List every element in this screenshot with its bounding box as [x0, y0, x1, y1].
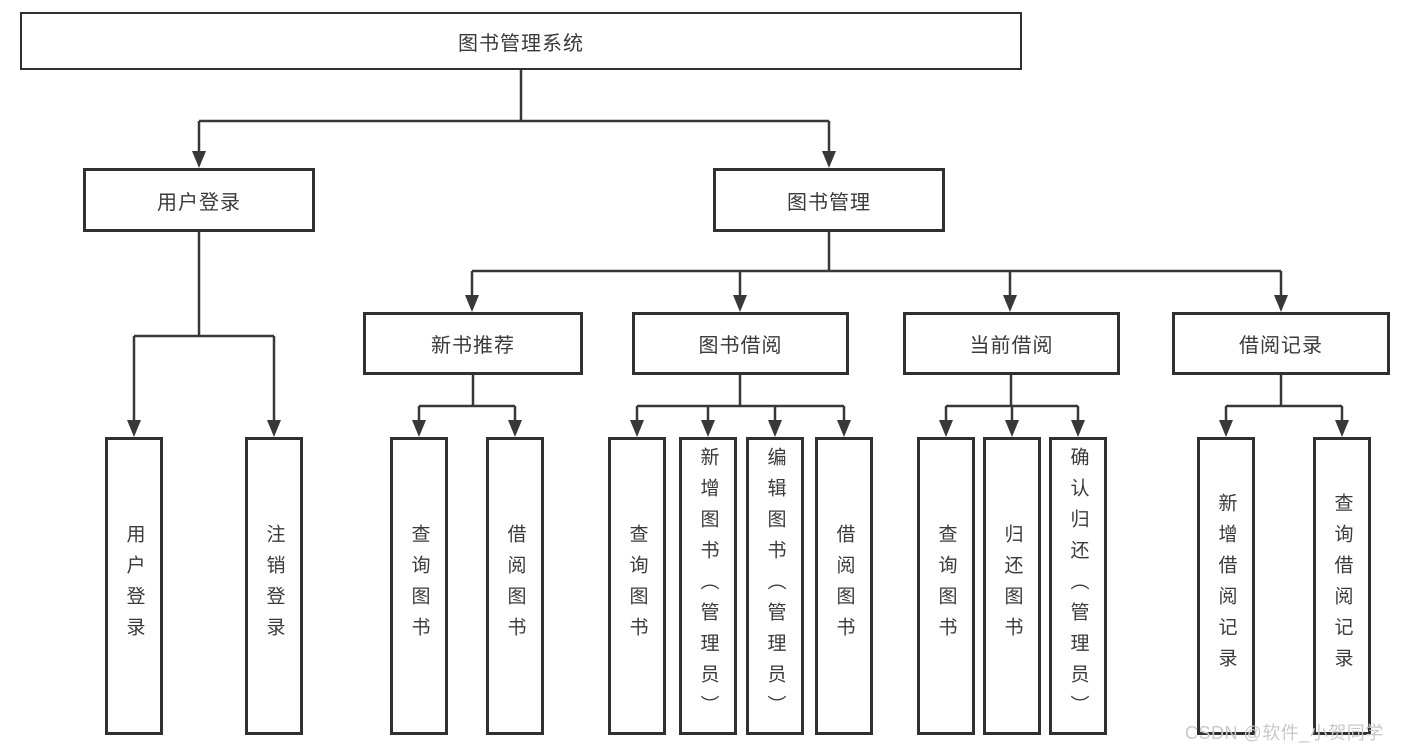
node-book-management: 图书管理: [713, 168, 945, 232]
node-label: 借阅记录: [1239, 335, 1323, 357]
leaf-query-books: 查询图书: [917, 437, 975, 735]
node-label: 当前借阅: [969, 335, 1054, 357]
leaf-logout: 注销登录: [245, 437, 303, 735]
edge-history-to-leaves: [1224, 375, 1344, 421]
node-current-borrowing: 当前借阅: [903, 312, 1120, 375]
node-book-borrowing: 图书借阅: [632, 312, 849, 375]
leaf-confirm-return-admin: 确认归还（管理员）: [1049, 437, 1107, 735]
node-label: 确认归还（管理员）: [1067, 446, 1089, 726]
node-system-root: 图书管理系统: [20, 12, 1022, 70]
arrowheads: [127, 151, 1349, 437]
node-label: 查询图书: [626, 524, 648, 648]
edge-current-to-leaves: [944, 375, 1080, 421]
node-borrowing-records: 借阅记录: [1172, 312, 1390, 375]
node-label: 新增图书（管理员）: [697, 446, 719, 726]
node-label: 借阅图书: [504, 524, 526, 648]
leaf-query-borrow-record: 查询借阅记录: [1313, 437, 1371, 735]
node-label: 用户登录: [123, 524, 145, 648]
node-label: 注销登录: [263, 524, 285, 648]
leaf-return-books: 归还图书: [983, 437, 1041, 735]
leaf-query-books: 查询图书: [390, 437, 448, 735]
node-label: 图书借阅: [698, 335, 783, 357]
edge-mgmt-to-level3: [470, 232, 1283, 296]
leaf-query-books: 查询图书: [608, 437, 666, 735]
leaf-borrow-books: 借阅图书: [486, 437, 544, 735]
leaf-add-borrow-record: 新增借阅记录: [1197, 437, 1255, 735]
edge-root-to-level2: [197, 70, 831, 152]
node-label: 用户登录: [157, 191, 241, 214]
node-label: 查询图书: [408, 524, 430, 648]
node-label: 编辑图书（管理员）: [764, 446, 786, 726]
leaf-borrow-books: 借阅图书: [815, 437, 873, 735]
node-label: 查询图书: [935, 524, 957, 648]
node-label: 归还图书: [1001, 524, 1023, 648]
node-label: 新增借阅记录: [1215, 493, 1237, 679]
leaf-add-books-admin: 新增图书（管理员）: [679, 437, 737, 735]
edge-login-to-leaves: [132, 232, 276, 421]
leaf-edit-books-admin: 编辑图书（管理员）: [746, 437, 804, 735]
node-label: 图书管理系统: [458, 32, 584, 55]
node-new-book-recommend: 新书推荐: [363, 312, 583, 375]
node-label: 查询借阅记录: [1331, 493, 1353, 679]
node-label: 图书管理: [787, 191, 871, 214]
edge-borrow-to-leaves: [635, 375, 846, 421]
node-label: 新书推荐: [431, 335, 515, 357]
leaf-user-login: 用户登录: [105, 437, 163, 735]
node-label: 借阅图书: [833, 524, 855, 648]
csdn-watermark: CSDN @软件_小贺同学: [1185, 723, 1384, 743]
edge-rec-to-leaves: [417, 375, 517, 421]
node-user-login: 用户登录: [83, 168, 315, 232]
